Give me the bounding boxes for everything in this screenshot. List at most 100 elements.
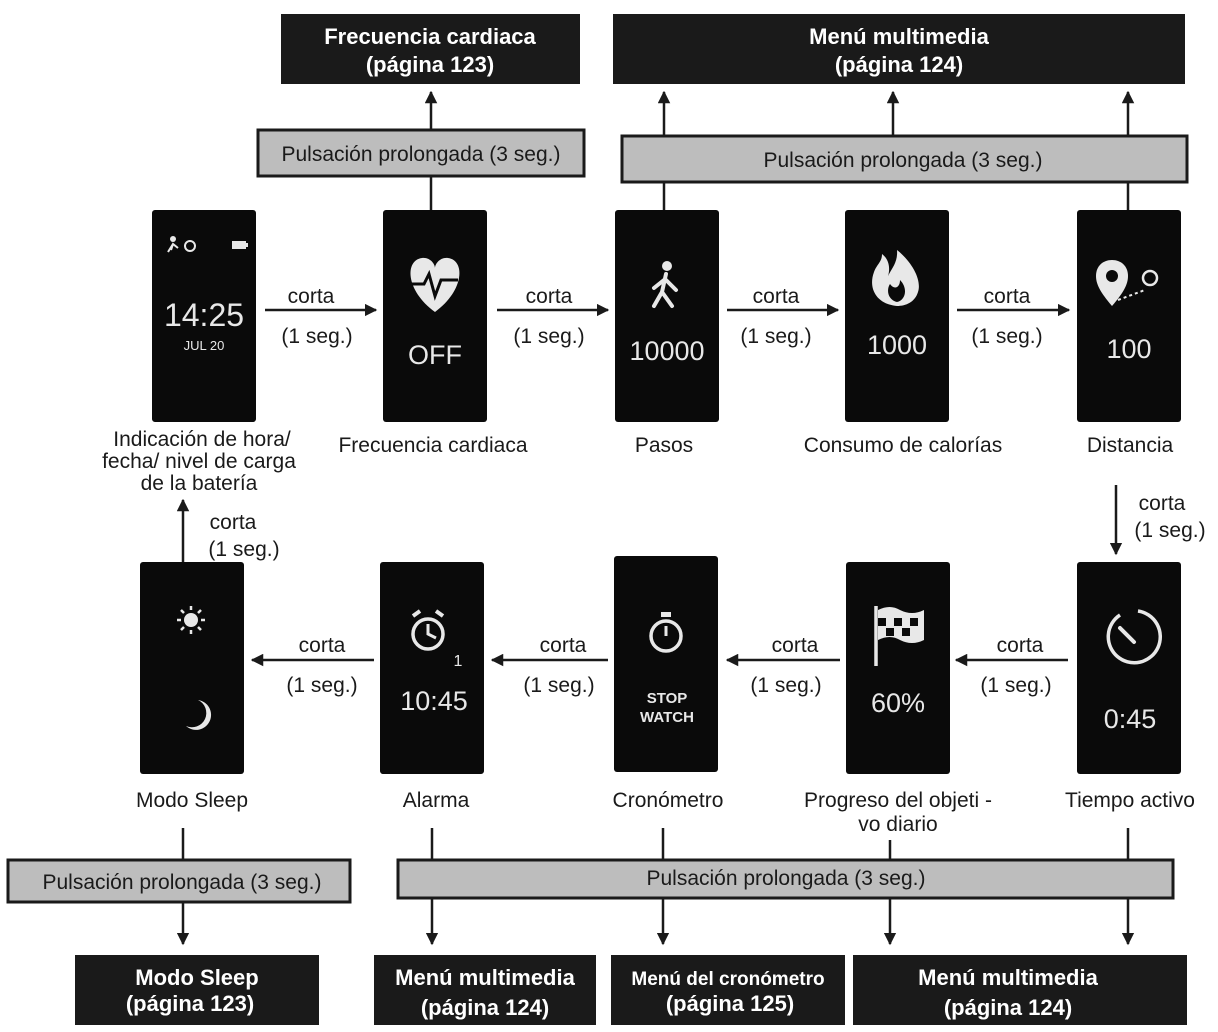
short-press-time: (1 seg.) xyxy=(523,674,594,697)
long-press-label: Pulsación prolongada (3 seg.) xyxy=(281,143,560,166)
short-press-word: corta xyxy=(772,634,819,657)
long-press-label: Pulsación prolongada (3 seg.) xyxy=(763,149,1042,172)
alarm-label: Alarma xyxy=(403,789,470,812)
short-press-time: (1 seg.) xyxy=(980,674,1051,697)
short-press-word: corta xyxy=(288,285,335,308)
distance-value: 100 xyxy=(1106,334,1151,364)
header-multimedia-top-page: (página 124) xyxy=(835,52,963,77)
sleep-label: Modo Sleep xyxy=(136,789,248,812)
alarm-clock-icon xyxy=(411,609,445,651)
stopwatch-label: Cronómetro xyxy=(613,789,724,812)
screen-stopwatch: STOP WATCH xyxy=(614,556,718,772)
goal-label-line: Progreso del objeti - xyxy=(804,789,992,812)
distance-to-active-arrow: corta (1 seg.) xyxy=(1109,485,1206,556)
header-stopwatch-page: (página 125) xyxy=(666,991,794,1016)
short-press-word: corta xyxy=(526,285,573,308)
battery-icon xyxy=(232,241,248,249)
short-press-time: (1 seg.) xyxy=(286,674,357,697)
time-label-line: fecha/ nivel de carga xyxy=(102,450,296,473)
long-press-bar-sleep: Pulsación prolongada (3 seg.) xyxy=(6,858,352,904)
header-sleep: Modo Sleep (página 123) xyxy=(75,955,319,1025)
bottom-row-arrow-labels: corta (1 seg.) corta (1 seg.) corta (1 s… xyxy=(286,634,1051,697)
time-label-line: Indicación de hora/ xyxy=(113,428,291,451)
header-multimedia-top: Menú multimedia (página 124) xyxy=(613,14,1185,84)
distance-label: Distancia xyxy=(1087,434,1174,457)
short-press-time: (1 seg.) xyxy=(750,674,821,697)
screen-time: 14:25 JUL 20 xyxy=(152,210,256,422)
top-row-labels: Indicación de hora/ fecha/ nivel de carg… xyxy=(102,428,1173,495)
top-connectors xyxy=(424,90,1135,210)
long-press-bar-top-multimedia: Pulsación prolongada (3 seg.) xyxy=(620,134,1189,184)
active-value: 0:45 xyxy=(1104,704,1157,734)
screen-distance: 100 xyxy=(1077,210,1181,422)
active-label: Tiempo activo xyxy=(1065,789,1195,812)
header-sleep-title: Modo Sleep xyxy=(135,965,258,990)
running-icon xyxy=(167,236,179,253)
moon-icon xyxy=(186,700,212,730)
long-press-label: Pulsación prolongada (3 seg.) xyxy=(646,867,925,890)
goal-label-line: vo diario xyxy=(858,813,937,836)
screen-active-time: 0:45 xyxy=(1077,562,1181,774)
alarm-small-icon xyxy=(184,240,196,252)
steps-value: 10000 xyxy=(629,336,704,366)
header-multimedia-bottom-b: Menú multimedia (página 124) xyxy=(853,955,1187,1025)
location-pin-icon xyxy=(1096,260,1159,306)
heart-pulse-icon xyxy=(410,257,460,312)
bottom-connectors xyxy=(176,828,1135,946)
short-press-time: (1 seg.) xyxy=(281,325,352,348)
header-multimedia-a-title: Menú multimedia xyxy=(395,965,575,990)
checkered-flag-icon xyxy=(874,606,924,666)
header-stopwatch-title: Menú del cronómetro xyxy=(631,969,824,990)
sun-icon xyxy=(177,606,205,634)
short-press-time: (1 seg.) xyxy=(208,538,279,561)
calories-label: Consumo de calorías xyxy=(804,434,1002,457)
short-press-time: (1 seg.) xyxy=(1134,519,1205,542)
header-multimedia-a-page: (página 124) xyxy=(421,995,549,1020)
short-press-time: (1 seg.) xyxy=(513,325,584,348)
time-label-line: de la batería xyxy=(141,472,258,495)
time-clock: 14:25 xyxy=(164,297,244,333)
steps-label: Pasos xyxy=(635,434,693,457)
sleep-to-time-arrow: corta (1 seg.) xyxy=(176,498,280,562)
screen-goal-progress: 60% xyxy=(846,562,950,774)
header-multimedia-top-title: Menú multimedia xyxy=(809,24,989,49)
top-row-arrow-labels: corta (1 seg.) corta (1 seg.) corta (1 s… xyxy=(281,285,1042,348)
long-press-label: Pulsación prolongada (3 seg.) xyxy=(42,871,321,894)
alarm-value: 10:45 xyxy=(400,686,468,716)
heart-label: Frecuencia cardiaca xyxy=(338,434,527,457)
screen-heart-rate: OFF xyxy=(383,210,487,422)
short-press-time: (1 seg.) xyxy=(971,325,1042,348)
header-multimedia-b-page: (página 124) xyxy=(944,995,1072,1020)
short-press-word: corta xyxy=(753,285,800,308)
walking-person-icon xyxy=(652,261,678,308)
stopwatch-line1: STOP xyxy=(647,690,688,707)
short-press-time: (1 seg.) xyxy=(740,325,811,348)
screen-sleep xyxy=(140,562,244,774)
short-press-word: corta xyxy=(210,511,257,534)
bottom-row-labels: Modo Sleep Alarma Cronómetro Progreso de… xyxy=(136,789,1195,836)
screen-alarm: 1 10:45 xyxy=(380,562,484,774)
stopwatch-line2: WATCH xyxy=(640,709,694,726)
stopwatch-icon xyxy=(649,612,683,653)
header-heart-rate-title: Frecuencia cardiaca xyxy=(324,24,536,49)
alarm-badge: 1 xyxy=(454,653,463,670)
heart-value: OFF xyxy=(408,340,462,370)
short-press-word: corta xyxy=(1139,492,1186,515)
short-press-word: corta xyxy=(299,634,346,657)
short-press-word: corta xyxy=(540,634,587,657)
header-sleep-page: (página 123) xyxy=(126,991,254,1016)
screen-steps: 10000 xyxy=(615,210,719,422)
header-heart-rate-page: (página 123) xyxy=(366,52,494,77)
flame-icon xyxy=(872,250,919,306)
header-multimedia-bottom-a: Menú multimedia (página 124) xyxy=(374,955,596,1025)
time-date: JUL 20 xyxy=(184,338,225,353)
long-press-bar-heart: Pulsación prolongada (3 seg.) xyxy=(256,128,586,178)
screen-calories: 1000 xyxy=(845,210,949,422)
header-stopwatch-menu: Menú del cronómetro (página 125) xyxy=(611,955,845,1025)
header-heart-rate: Frecuencia cardiaca (página 123) xyxy=(281,14,580,84)
goal-value: 60% xyxy=(871,688,925,718)
timer-icon xyxy=(1106,609,1163,665)
long-press-bar-bottom-multimedia: Pulsación prolongada (3 seg.) xyxy=(396,858,1175,900)
short-press-word: corta xyxy=(997,634,1044,657)
